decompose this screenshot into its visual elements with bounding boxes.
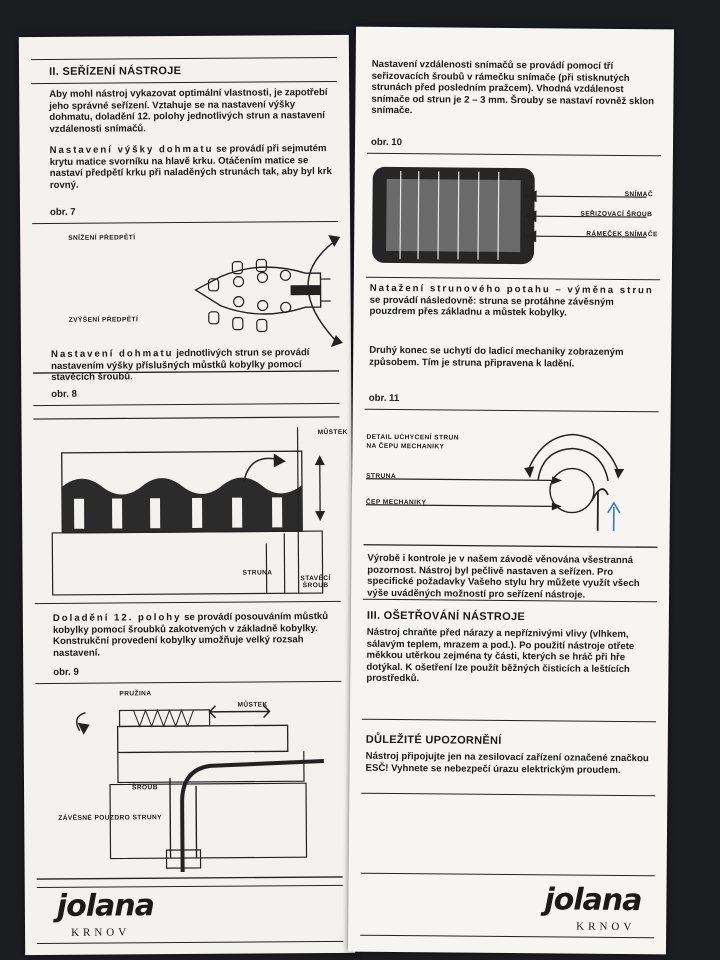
headstock-diagram <box>33 235 343 374</box>
section-title: II. SEŘÍZENÍ NÁSTROJE <box>49 65 182 78</box>
fig7-label: obr. 7 <box>49 206 76 218</box>
action-heading: Nastavení dohmatu <box>50 348 174 360</box>
intro-paragraph: Aby mohl nástroj vykazovat optimální vla… <box>49 87 328 135</box>
quality-paragraph: Výrobě i kontrole je v našem závodě věno… <box>367 552 640 601</box>
pickup-paragraph: Nastavení vzdálenosti snímačů se provádí… <box>371 58 655 117</box>
divider <box>36 884 343 889</box>
fig10-frame-label: RÁMEČEK SNÍMAČE <box>586 230 658 239</box>
fig10-screw-label: SEŘIZOVACÍ ŠROUB <box>580 210 653 219</box>
left-page: II. SEŘÍZENÍ NÁSTROJE Aby mohl nástroj v… <box>18 34 356 956</box>
fig8-label: obr. 8 <box>51 388 77 400</box>
warning-paragraph: Nástroj připojujte jen na zesilovací zař… <box>365 750 649 776</box>
height-paragraph: Nastavení výšky dohmatu se provádí při s… <box>50 143 340 191</box>
stringing-paragraph-2: Druhý konec se uchytí do ladicí mechanik… <box>369 344 624 370</box>
tuning-heading: Doladění 12. polohy <box>52 612 182 624</box>
care-title: III. OŠETŘOVÁNÍ NÁSTROJE <box>366 609 526 624</box>
divider <box>37 940 344 945</box>
divider <box>361 792 656 797</box>
stringing-text: se provádí následovně: struna se protáhn… <box>369 294 614 319</box>
stringing-paragraph: Natažení strunového potahu – výměna stru… <box>370 283 660 320</box>
fig10-pickup-label: SNÍMAČ <box>624 190 654 199</box>
fig10-label: obr. 10 <box>370 136 403 149</box>
divider <box>365 276 660 281</box>
logo-subtitle: KRNOV <box>71 926 131 939</box>
tuning-post-diagram <box>363 433 658 548</box>
fig11-label: obr. 11 <box>368 392 400 405</box>
logo-subtitle: KRNOV <box>576 920 636 934</box>
care-paragraph: Nástroj chraňte před nárazy a nepříznivý… <box>366 626 635 685</box>
fig9-label: obr. 9 <box>53 666 79 678</box>
warning-title: DŮLEŽITÉ UPOZORNĚNÍ <box>365 733 502 747</box>
tuning-paragraph: Doladění 12. polohy se provádí posouvání… <box>53 611 343 659</box>
divider <box>361 718 656 723</box>
divider <box>360 872 655 877</box>
divider <box>31 80 338 85</box>
divider <box>30 56 337 61</box>
jolana-logo: jolana <box>544 882 642 919</box>
bridge-saddle-diagram <box>33 416 340 596</box>
right-page: Nastavení vzdálenosti snímačů se provádí… <box>347 26 675 955</box>
divider <box>360 934 655 939</box>
pickup-diagram <box>372 166 647 265</box>
jolana-logo: jolana <box>56 888 155 924</box>
bridge-section-diagram <box>36 704 343 880</box>
action-paragraph: Nastavení dohmatu jednotlivých strun se … <box>51 347 341 384</box>
height-heading: Nastavení výšky dohmatu <box>49 143 214 156</box>
